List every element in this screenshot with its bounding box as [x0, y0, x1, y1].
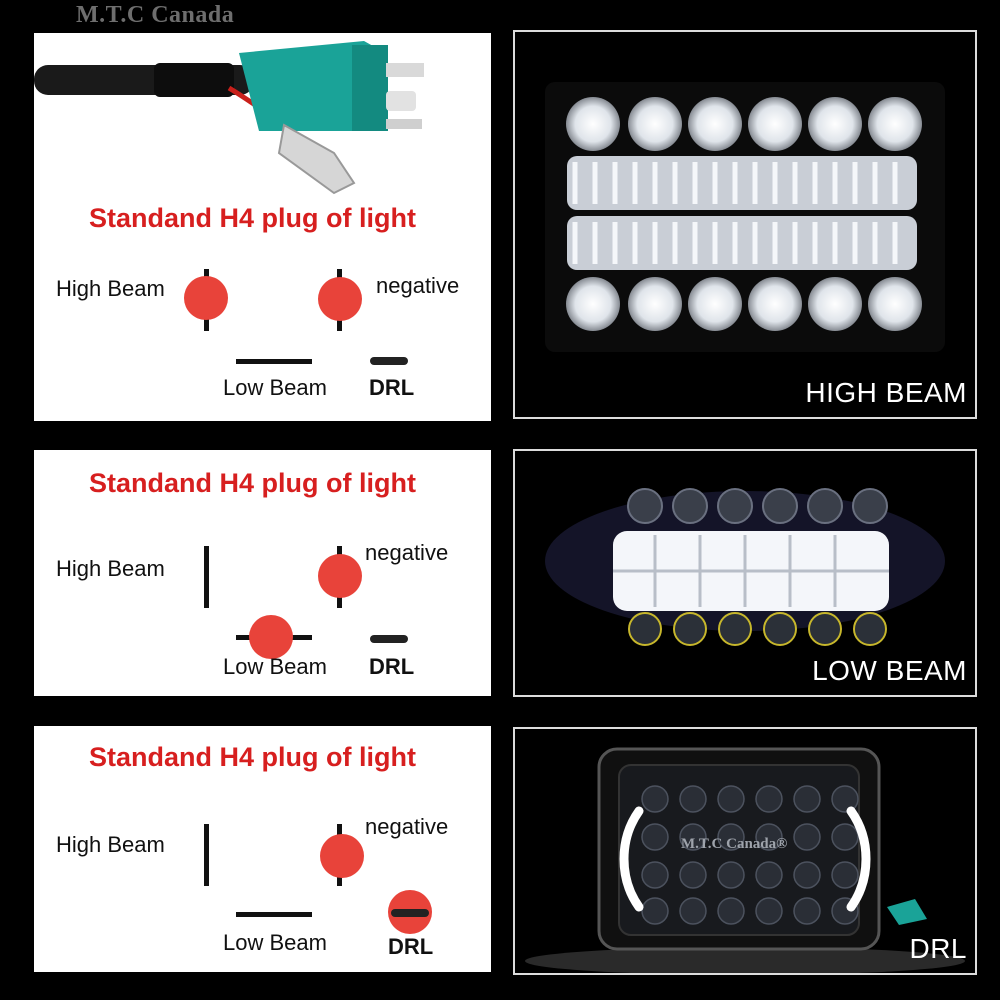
label-low-beam: Low Beam	[223, 930, 327, 955]
wiring-card-low-beam: Standand H4 plug of light High Beam nega…	[34, 450, 491, 696]
wiring-card-drl: Standand H4 plug of light High Beam nega…	[34, 726, 491, 972]
pin-drl	[370, 357, 408, 365]
led-row-3	[567, 216, 917, 270]
pin-high-beam	[204, 824, 209, 886]
label-high-beam: High Beam	[56, 276, 165, 301]
active-negative-indicator	[318, 554, 362, 598]
wiring-card-high-beam: Standand H4 plug of light High Beam nega…	[34, 33, 491, 421]
plug-body	[239, 41, 382, 131]
label-high-beam: High Beam	[56, 832, 165, 857]
active-negative-indicator	[320, 834, 364, 878]
label-negative: negative	[365, 814, 449, 839]
pin-high-beam	[204, 546, 209, 608]
headlight-led-grid-low	[545, 488, 945, 646]
headlight-photo-high-beam: HIGH BEAM	[513, 30, 977, 419]
photo-caption: LOW BEAM	[812, 655, 967, 686]
active-negative-indicator	[318, 277, 362, 321]
active-low-beam-indicator	[249, 615, 293, 659]
label-drl: DRL	[369, 375, 415, 400]
plug-sleeve	[154, 63, 234, 97]
plug-prong-mid	[386, 91, 416, 111]
led-row-2	[567, 156, 917, 210]
photo-caption: DRL	[909, 933, 967, 964]
label-low-beam: Low Beam	[223, 654, 327, 679]
pin-low-beam	[236, 912, 312, 917]
drl-strip-left	[619, 806, 644, 912]
pin-low-beam	[236, 359, 312, 364]
label-drl: DRL	[369, 654, 415, 679]
spade-terminal	[277, 123, 356, 195]
label-negative: negative	[376, 273, 460, 298]
label-high-beam: High Beam	[56, 556, 165, 581]
label-negative: negative	[365, 540, 449, 565]
photo-watermark: M.T.C Canada®	[681, 836, 788, 852]
led-row-1	[566, 97, 922, 151]
panel-title: Standand H4 plug of light	[89, 203, 416, 233]
plug-prong-top	[386, 63, 424, 77]
photo-caption: HIGH BEAM	[805, 377, 967, 408]
led-row-top-dim	[627, 488, 888, 524]
panel-title: Standand H4 plug of light	[89, 468, 416, 498]
headlight-housing-drl	[525, 747, 965, 973]
side-plug	[887, 899, 927, 925]
label-low-beam: Low Beam	[223, 375, 327, 400]
headlight-led-grid-bright	[545, 82, 945, 352]
led-row-4	[566, 277, 922, 331]
drl-strip-right	[846, 806, 871, 912]
pin-drl	[370, 635, 408, 643]
brand-logo: M.T.C Canada	[76, 2, 235, 28]
h4-plug-illustration	[34, 41, 424, 195]
pin-drl	[391, 909, 429, 917]
headlight-photo-drl: M.T.C Canada® DRL	[513, 727, 977, 975]
led-row-bottom-dim	[628, 612, 887, 646]
active-high-beam-indicator	[184, 276, 228, 320]
label-drl: DRL	[388, 934, 434, 959]
plug-body-side	[352, 45, 388, 131]
headlight-photo-low-beam: LOW BEAM	[513, 449, 977, 697]
plug-prong-low	[386, 119, 422, 129]
panel-title: Standand H4 plug of light	[89, 742, 416, 772]
